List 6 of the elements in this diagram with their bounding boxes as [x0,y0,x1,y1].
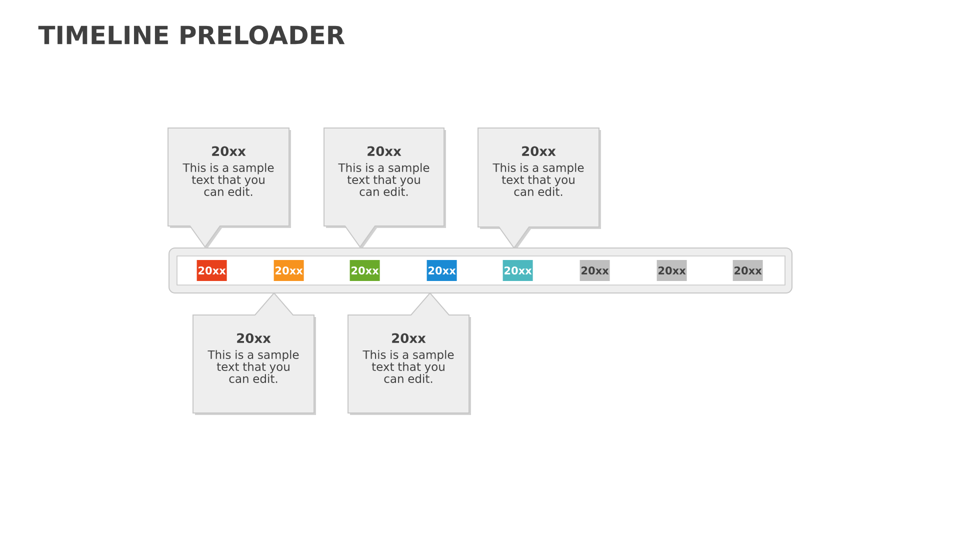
callout-box: 20xx This is a sample text that you can edit. [348,292,471,415]
callout-box: 20xx This is a sample text that you can edit. [192,292,316,415]
callout-box: 20xx This is a sample text that you can edit. [324,128,446,249]
callout-box: 20xx This is a sample text that you can edit. [478,128,601,250]
title: TIMELINE PRELOADER [38,26,345,44]
callout-box: 20xx This is a sample text that you can edit. [168,128,291,249]
